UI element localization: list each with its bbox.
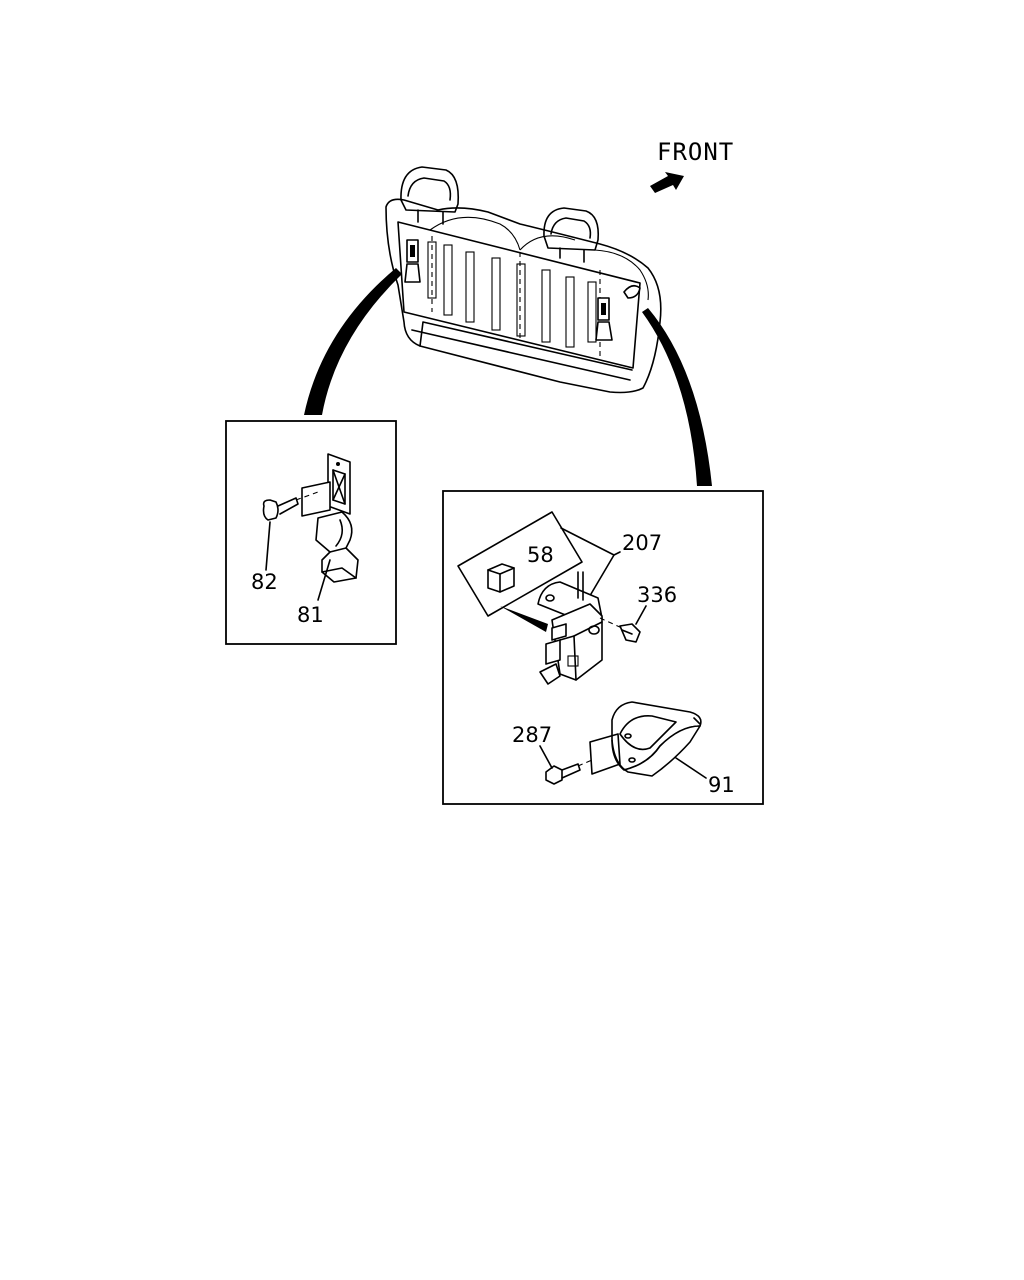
- lock-assembly-part: [537, 571, 603, 685]
- detail-panel-right: 207 58 336: [442, 490, 764, 805]
- callout-91: 91: [708, 773, 735, 797]
- pointer-arrow: [500, 606, 548, 632]
- leader-91: [675, 757, 707, 779]
- leader-curve-left: [304, 268, 402, 415]
- seat-latch-left: [404, 239, 421, 283]
- leader-336: [635, 605, 647, 625]
- leader-82: [265, 521, 271, 571]
- inset-box-58: [457, 511, 583, 617]
- detail-box-left: [225, 420, 397, 645]
- seat-back-outline: [385, 198, 662, 394]
- front-arrow-icon: [650, 172, 684, 193]
- detail-box-right: [442, 490, 764, 805]
- striker-part: [487, 563, 515, 593]
- bolt-part: [599, 617, 641, 643]
- screw-part: [262, 491, 319, 521]
- leader-287: [539, 745, 553, 769]
- side-cover: [623, 284, 641, 299]
- cover-part: [611, 701, 702, 777]
- callout-82: 82: [251, 570, 278, 594]
- seat-back: [385, 166, 662, 394]
- cover-plate: [589, 733, 621, 775]
- panel-slots: [427, 241, 597, 348]
- leader-curve-right: [642, 308, 712, 486]
- rear-panel: [397, 221, 641, 369]
- headrest-left: [400, 166, 460, 213]
- callout-58: 58: [527, 543, 554, 567]
- seat-latch-right: [595, 297, 613, 341]
- detail-panel-left: 82 81: [225, 420, 397, 645]
- front-indicator: FRONT: [650, 138, 734, 193]
- latch-part: [315, 453, 359, 583]
- front-label: FRONT: [657, 138, 734, 166]
- leader-81: [317, 559, 331, 601]
- latch-plate: [301, 481, 331, 517]
- callout-336: 336: [637, 583, 677, 607]
- callout-81: 81: [297, 603, 324, 627]
- callout-287: 287: [512, 723, 552, 747]
- screw-287-part: [545, 759, 593, 785]
- callout-207: 207: [622, 531, 662, 555]
